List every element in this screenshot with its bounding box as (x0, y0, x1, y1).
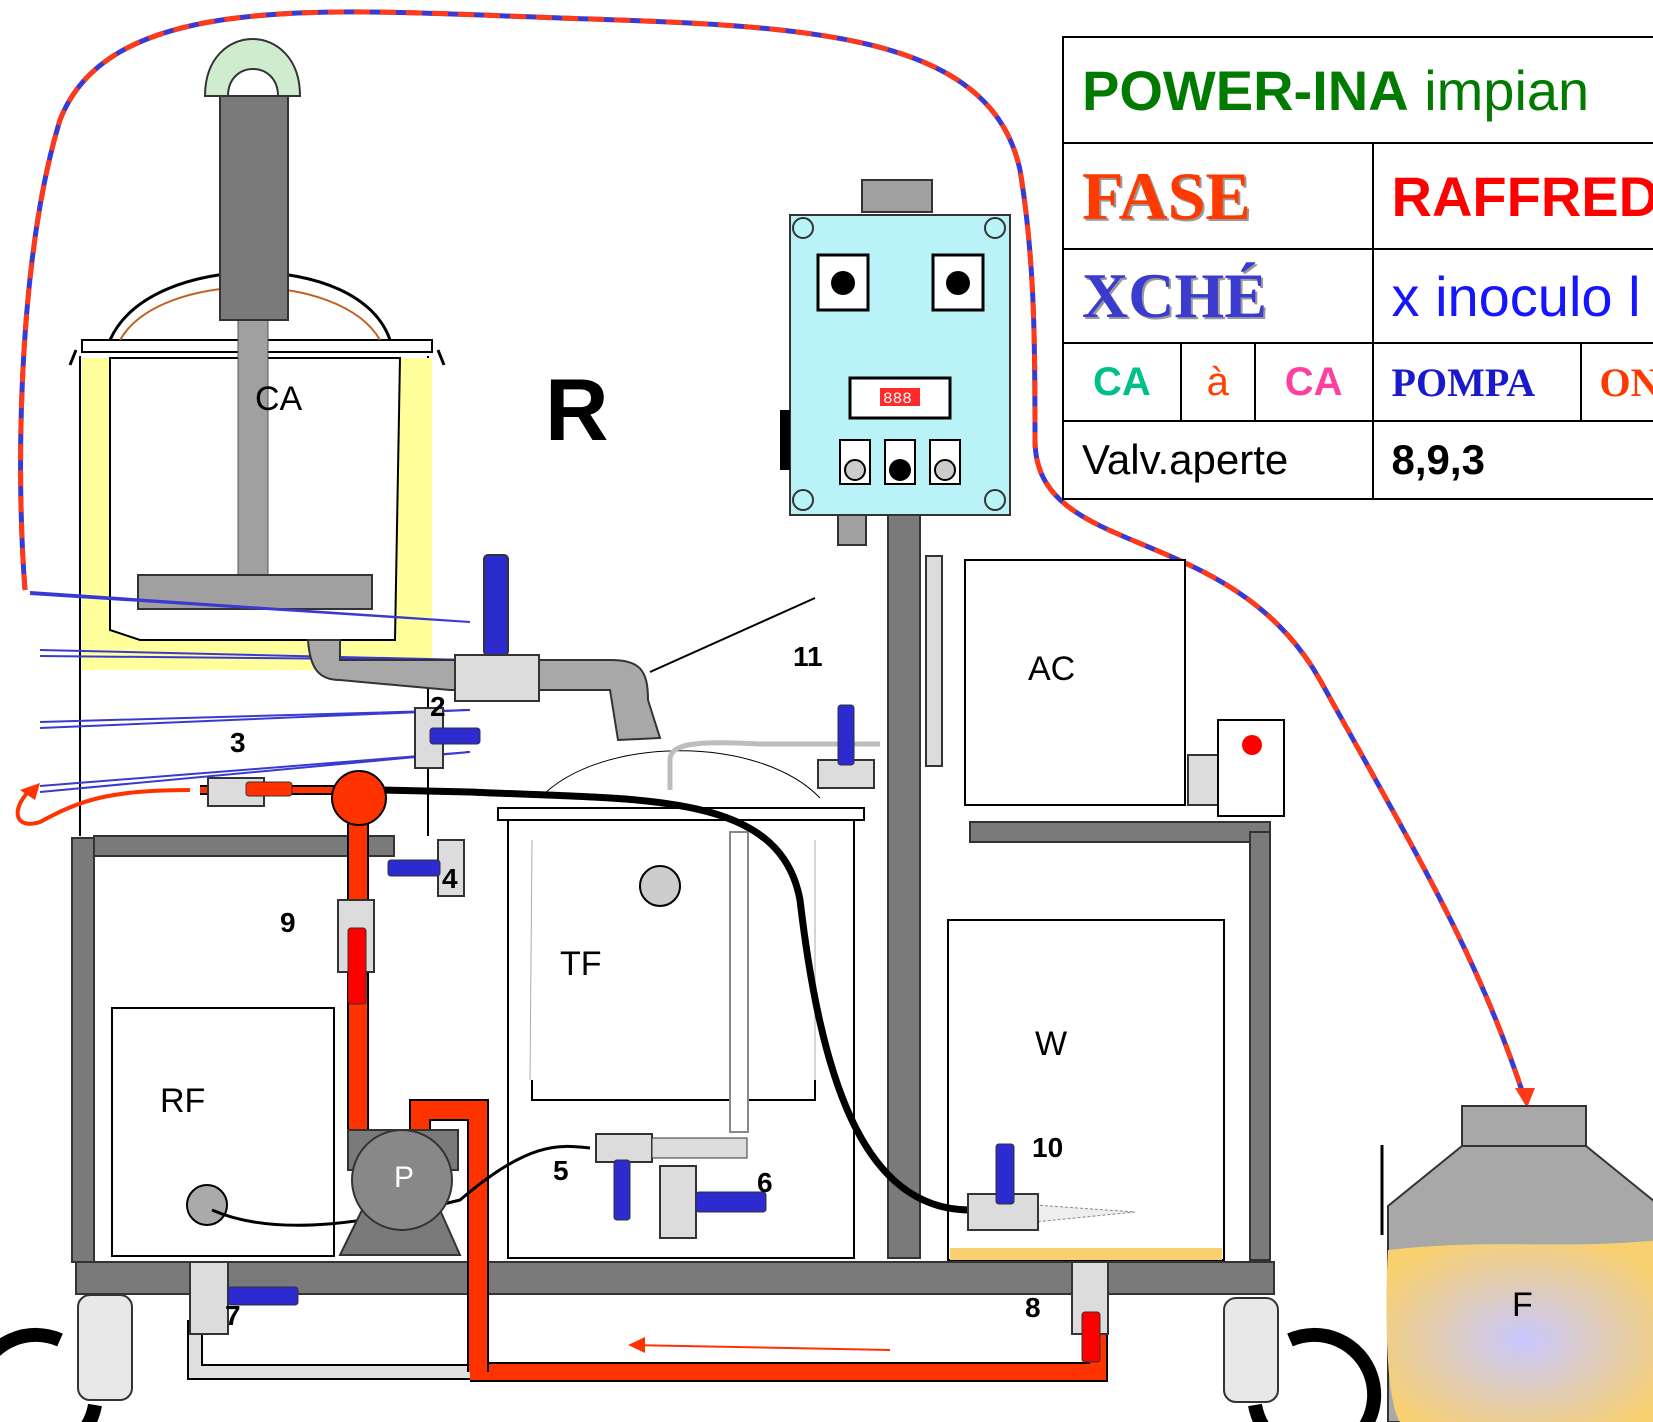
cold-water-bin: RF (111, 1007, 335, 1257)
valves-label: Valv.aperte (1062, 420, 1374, 500)
valve-5[interactable] (595, 1133, 748, 1221)
valve-8[interactable] (1071, 1261, 1109, 1363)
heating-coil (29, 591, 471, 793)
flow-from: CA (1062, 342, 1182, 422)
cable-arrowhead (1515, 1088, 1535, 1108)
heater-switch[interactable] (1217, 719, 1285, 817)
wheel-left (0, 1294, 133, 1422)
valve-6[interactable] (659, 1165, 767, 1239)
valve-number-5: 5 (553, 1155, 569, 1186)
flow-arrow (628, 1337, 645, 1353)
valve-number-2: 2 (430, 691, 446, 722)
flow-to: CA (1253, 342, 1374, 422)
brand-suffix: impian (1424, 58, 1590, 122)
reason-label: XCHÉ (1062, 248, 1374, 344)
valve-2[interactable] (414, 707, 481, 769)
valve-11-handle[interactable] (483, 554, 509, 656)
pump-label: POMPA (1371, 342, 1582, 422)
title-cell: POWER-INA impian (1062, 36, 1653, 144)
valve-7[interactable] (189, 1261, 299, 1335)
valve-number-4: 4 (442, 863, 458, 894)
wheel-right (1223, 1297, 1382, 1422)
valve-4[interactable] (387, 839, 465, 897)
heater-cable (18, 9, 1535, 1108)
control-box: 888 (780, 179, 1011, 546)
reason-value: x inoculo l (1371, 248, 1653, 344)
outlet-pipe (306, 554, 816, 742)
valve-ac-outlet[interactable] (817, 704, 875, 789)
valve-number-3: 3 (230, 727, 246, 758)
process-info-table: POWER-INA impian FASE RAFFRED XCHÉ x ino… (1062, 36, 1653, 500)
label-r: R (545, 360, 609, 459)
chimney-cap (203, 38, 302, 97)
phase-label: FASE (1062, 142, 1374, 250)
label-rf: RF (160, 1082, 205, 1120)
controller-display: 888 (883, 390, 912, 408)
sprinkler-ball (639, 865, 681, 907)
valve-number-6: 6 (757, 1167, 773, 1198)
valve-10[interactable] (967, 1143, 1039, 1231)
pump-state: ON (1579, 342, 1653, 422)
tee-junction (331, 770, 387, 826)
label-p: P (394, 1161, 414, 1194)
control-box-plug (861, 179, 933, 213)
stirrer-shaft (237, 319, 269, 581)
fermenter: F (1380, 1105, 1653, 1422)
valve-number-9: 9 (280, 907, 296, 938)
valve-number-10: 10 (1032, 1132, 1063, 1163)
valve-number-8: 8 (1025, 1292, 1041, 1323)
valves-value: 8,9,3 (1371, 420, 1653, 500)
brand-title: POWER-INA (1082, 58, 1409, 122)
phase-value: RAFFRED (1371, 142, 1653, 250)
valve-number-7: 7 (225, 1300, 241, 1331)
label-tf: TF (560, 945, 602, 983)
valve-number-11: 11 (793, 641, 823, 672)
chimney (219, 95, 289, 321)
label-ca: CA (255, 380, 303, 418)
valve-3[interactable] (207, 777, 293, 807)
label-ac: AC (1028, 650, 1075, 688)
hot-water-tank: AC (925, 555, 1285, 817)
mash-tun: CA (68, 38, 446, 836)
valve-9[interactable] (337, 899, 375, 1005)
label-f: F (1512, 1286, 1533, 1324)
label-w: W (1035, 1025, 1067, 1063)
pump: P (338, 1129, 462, 1256)
flow-arrow-text: à (1179, 342, 1256, 422)
